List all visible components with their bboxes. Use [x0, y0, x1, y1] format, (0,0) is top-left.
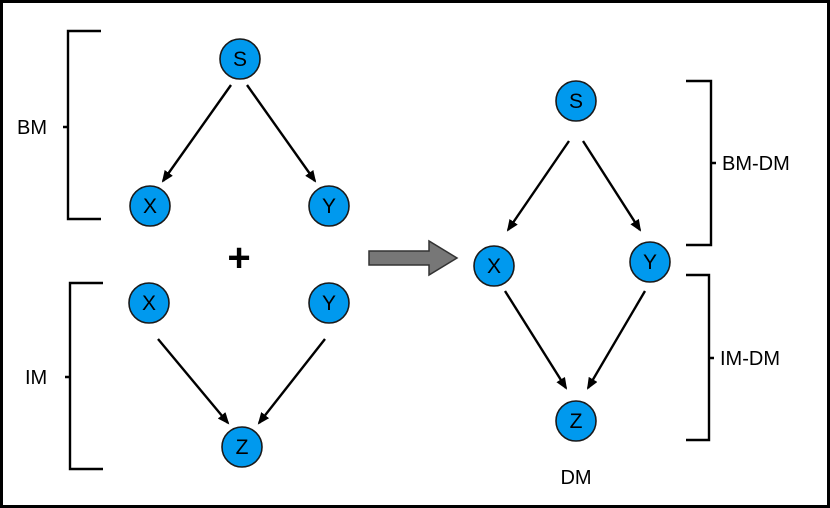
bm-dm-bracket [686, 79, 716, 247]
bm-dm-label: BM-DM [722, 153, 790, 175]
node-im-y-label: Y [322, 292, 336, 315]
node-bm-y-label: Y [322, 195, 336, 218]
plus-sign: + [227, 236, 250, 280]
node-dm-y-label: Y [643, 251, 657, 274]
node-dm-x: X [473, 245, 515, 287]
edge-dm-y-z [586, 290, 647, 390]
im-dm-label: IM-DM [720, 348, 780, 370]
bm-bracket [63, 29, 101, 221]
node-im-z-label: Z [236, 436, 249, 459]
node-dm-s-label: S [569, 90, 583, 113]
transform-arrow [368, 239, 459, 277]
edge-dm-s-x [506, 140, 570, 232]
node-bm-x-label: X [143, 195, 157, 218]
node-bm-x: X [129, 185, 171, 227]
edge-bm-s-y [246, 84, 317, 183]
node-dm-z: Z [555, 400, 597, 442]
node-bm-s: S [219, 38, 261, 80]
bm-label: BM [17, 117, 47, 139]
dm-label: DM [560, 467, 591, 489]
im-bracket [65, 281, 103, 471]
node-dm-x-label: X [487, 255, 501, 278]
diagram-svg: BM S X Y + IM X Y Z S [17, 29, 790, 489]
node-dm-s: S [555, 80, 597, 122]
node-dm-z-label: Z [570, 410, 583, 433]
edge-dm-x-z [503, 290, 568, 390]
node-im-x: X [128, 282, 170, 324]
im-label: IM [25, 367, 47, 389]
edge-dm-s-y [581, 140, 642, 232]
node-im-z: Z [221, 426, 263, 468]
node-bm-s-label: S [233, 48, 247, 71]
im-dm-bracket [686, 273, 714, 442]
node-im-x-label: X [142, 292, 156, 315]
edge-im-y-z [257, 338, 326, 425]
node-dm-y: Y [629, 241, 671, 283]
edge-bm-s-x [161, 84, 232, 183]
node-im-y: Y [308, 282, 350, 324]
node-bm-y: Y [308, 185, 350, 227]
edge-im-x-z [157, 338, 230, 425]
